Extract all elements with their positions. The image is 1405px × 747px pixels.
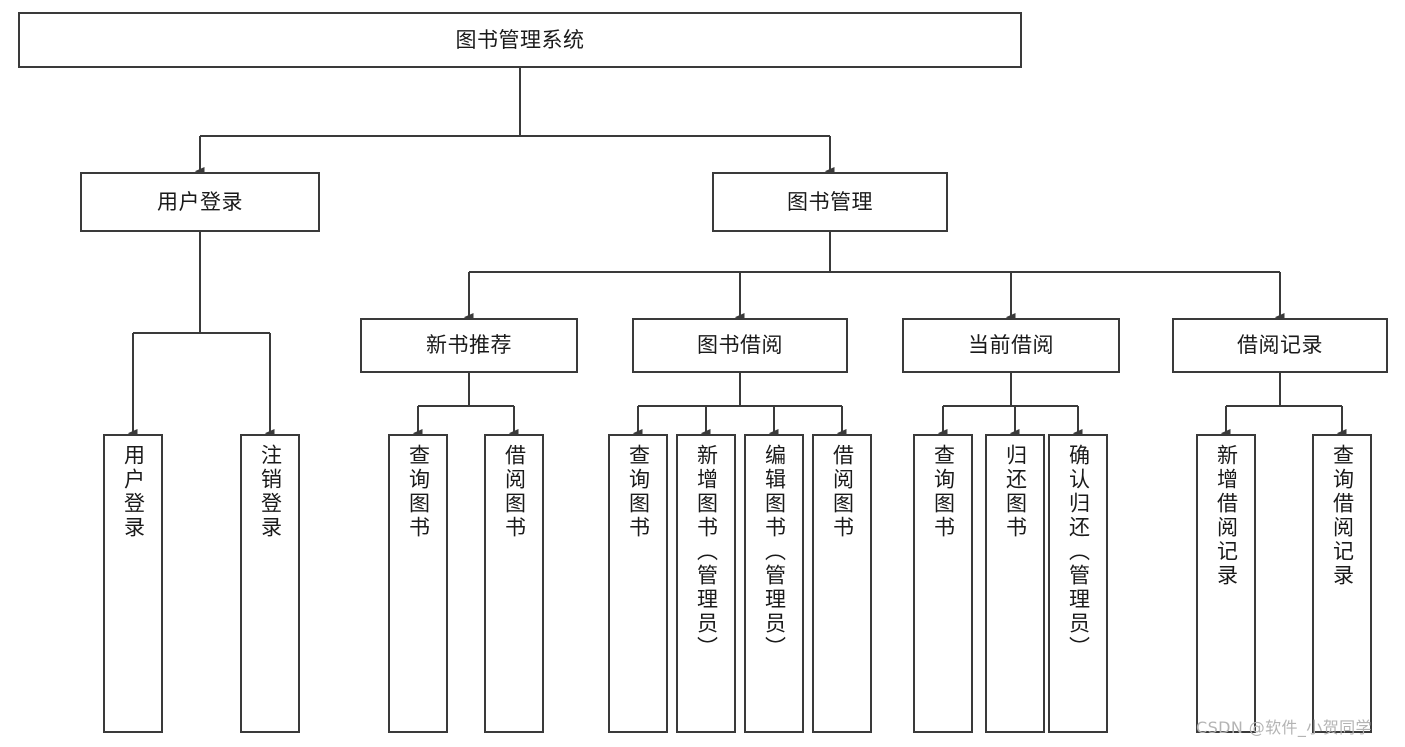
node-label: 查询借阅记录 (1330, 444, 1355, 588)
node-current-borrow[interactable]: 当前借阅 (902, 318, 1120, 373)
node-label: 当前借阅 (968, 333, 1054, 358)
node-label: 图书借阅 (697, 333, 783, 358)
node-leaf-edit-book[interactable]: 编辑图书（管理员） (744, 434, 804, 733)
node-leaf-query-book-2[interactable]: 查询图书 (608, 434, 668, 733)
node-label: 用户登录 (121, 444, 146, 540)
node-label: 借阅记录 (1237, 333, 1323, 358)
node-leaf-user-logout[interactable]: 注销登录 (240, 434, 300, 733)
node-label: 归还图书 (1003, 444, 1028, 540)
node-leaf-add-record[interactable]: 新增借阅记录 (1196, 434, 1256, 733)
node-label: 查询图书 (626, 444, 651, 540)
node-label: 新增借阅记录 (1214, 444, 1239, 588)
node-root[interactable]: 图书管理系统 (18, 12, 1022, 68)
node-label: 借阅图书 (502, 444, 527, 540)
node-label: 注销登录 (258, 444, 283, 540)
node-leaf-user-login[interactable]: 用户登录 (103, 434, 163, 733)
node-book-manage[interactable]: 图书管理 (712, 172, 948, 232)
node-label: 确认归还（管理员） (1066, 444, 1091, 660)
node-leaf-borrow-book-2[interactable]: 借阅图书 (812, 434, 872, 733)
node-label: 借阅图书 (830, 444, 855, 540)
node-label: 编辑图书（管理员） (762, 444, 787, 660)
node-leaf-query-book-3[interactable]: 查询图书 (913, 434, 973, 733)
edge-paths (127, 68, 1347, 438)
node-label: 查询图书 (406, 444, 431, 540)
node-borrow-record[interactable]: 借阅记录 (1172, 318, 1388, 373)
node-user-login[interactable]: 用户登录 (80, 172, 320, 232)
node-new-book-rec[interactable]: 新书推荐 (360, 318, 578, 373)
node-leaf-add-book[interactable]: 新增图书（管理员） (676, 434, 736, 733)
node-label: 图书管理系统 (455, 27, 585, 52)
node-label: 图书管理 (787, 189, 873, 214)
node-leaf-query-record[interactable]: 查询借阅记录 (1312, 434, 1372, 733)
node-book-borrow[interactable]: 图书借阅 (632, 318, 848, 373)
node-label: 查询图书 (931, 444, 956, 540)
node-leaf-return-book[interactable]: 归还图书 (985, 434, 1045, 733)
node-label: 新增图书（管理员） (694, 444, 719, 660)
node-leaf-query-book-1[interactable]: 查询图书 (388, 434, 448, 733)
node-leaf-confirm-return[interactable]: 确认归还（管理员） (1048, 434, 1108, 733)
node-label: 新书推荐 (426, 333, 512, 358)
node-leaf-borrow-book-1[interactable]: 借阅图书 (484, 434, 544, 733)
node-label: 用户登录 (157, 189, 243, 214)
